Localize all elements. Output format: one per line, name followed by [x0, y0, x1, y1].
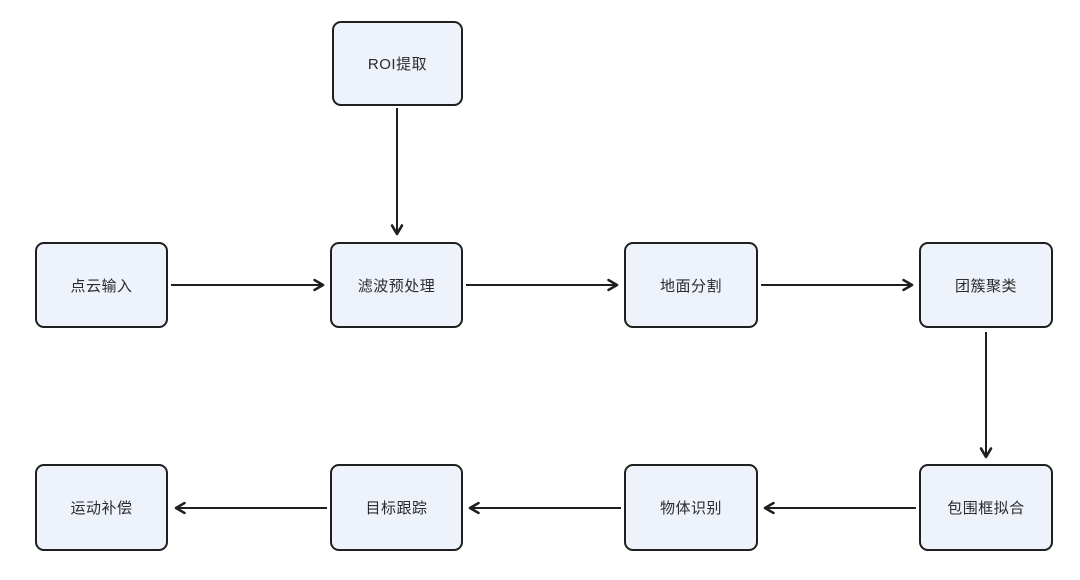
- node-point-cloud-input-label: 点云输入: [70, 277, 133, 295]
- node-filter-preprocessing-label: 滤波预处理: [357, 277, 436, 295]
- node-filter-preprocessing: 滤波预处理: [330, 242, 463, 328]
- node-ground-segmentation: 地面分割: [624, 242, 758, 328]
- node-bounding-box-fitting: 包围框拟合: [919, 464, 1053, 551]
- node-target-tracking: 目标跟踪: [330, 464, 463, 551]
- node-motion-compensation: 运动补偿: [35, 464, 168, 551]
- node-object-recognition-label: 物体识别: [659, 500, 722, 517]
- node-motion-compensation-label: 运动补偿: [70, 500, 133, 517]
- node-ground-segmentation-label: 地面分割: [659, 277, 722, 295]
- node-cluster-clustering-label: 团簇聚类: [954, 277, 1017, 295]
- node-point-cloud-input: 点云输入: [35, 242, 168, 328]
- node-target-tracking-label: 目标跟踪: [365, 500, 428, 517]
- node-object-recognition: 物体识别: [624, 464, 758, 551]
- node-cluster-clustering: 团簇聚类: [919, 242, 1053, 328]
- node-bounding-box-fitting-label: 包围框拟合: [947, 500, 1025, 517]
- node-roi-extraction-label: ROI提取: [367, 56, 428, 73]
- node-roi-extraction: ROI提取: [332, 21, 463, 106]
